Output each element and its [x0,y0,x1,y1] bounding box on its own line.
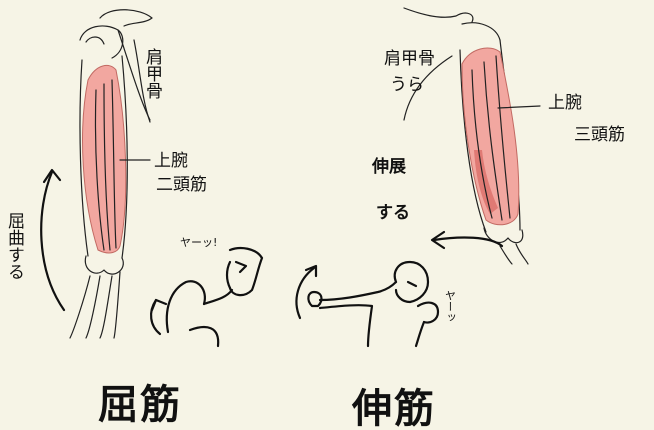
left-flexing-figure [151,248,262,346]
right-title: 伸筋 [351,386,436,430]
left-arm-illustration [41,10,152,338]
left-muscle-label-line1: 上腕 [154,151,188,171]
right-extending-figure [296,262,438,346]
left-motion-label: 屈曲する [4,212,25,280]
right-arm-illustration [404,8,540,264]
right-scapula-label-line2: うら [390,75,424,95]
right-muscle-label-line1: 上腕 [548,93,582,113]
right-motion-label-line2: する [376,203,410,223]
left-scapula-label: 肩甲骨 [142,48,163,99]
left-title: 屈筋 [98,382,182,428]
right-muscle-label-line2: 三頭筋 [574,125,625,145]
right-motion-label-line1: 伸展 [371,156,406,177]
left-muscle-label-line2: 二頭筋 [156,175,207,195]
left-speech: ヤーッ! [180,236,217,249]
right-speech: ヤーッ [444,290,457,323]
right-scapula-label-line1: 肩甲骨 [384,49,435,69]
